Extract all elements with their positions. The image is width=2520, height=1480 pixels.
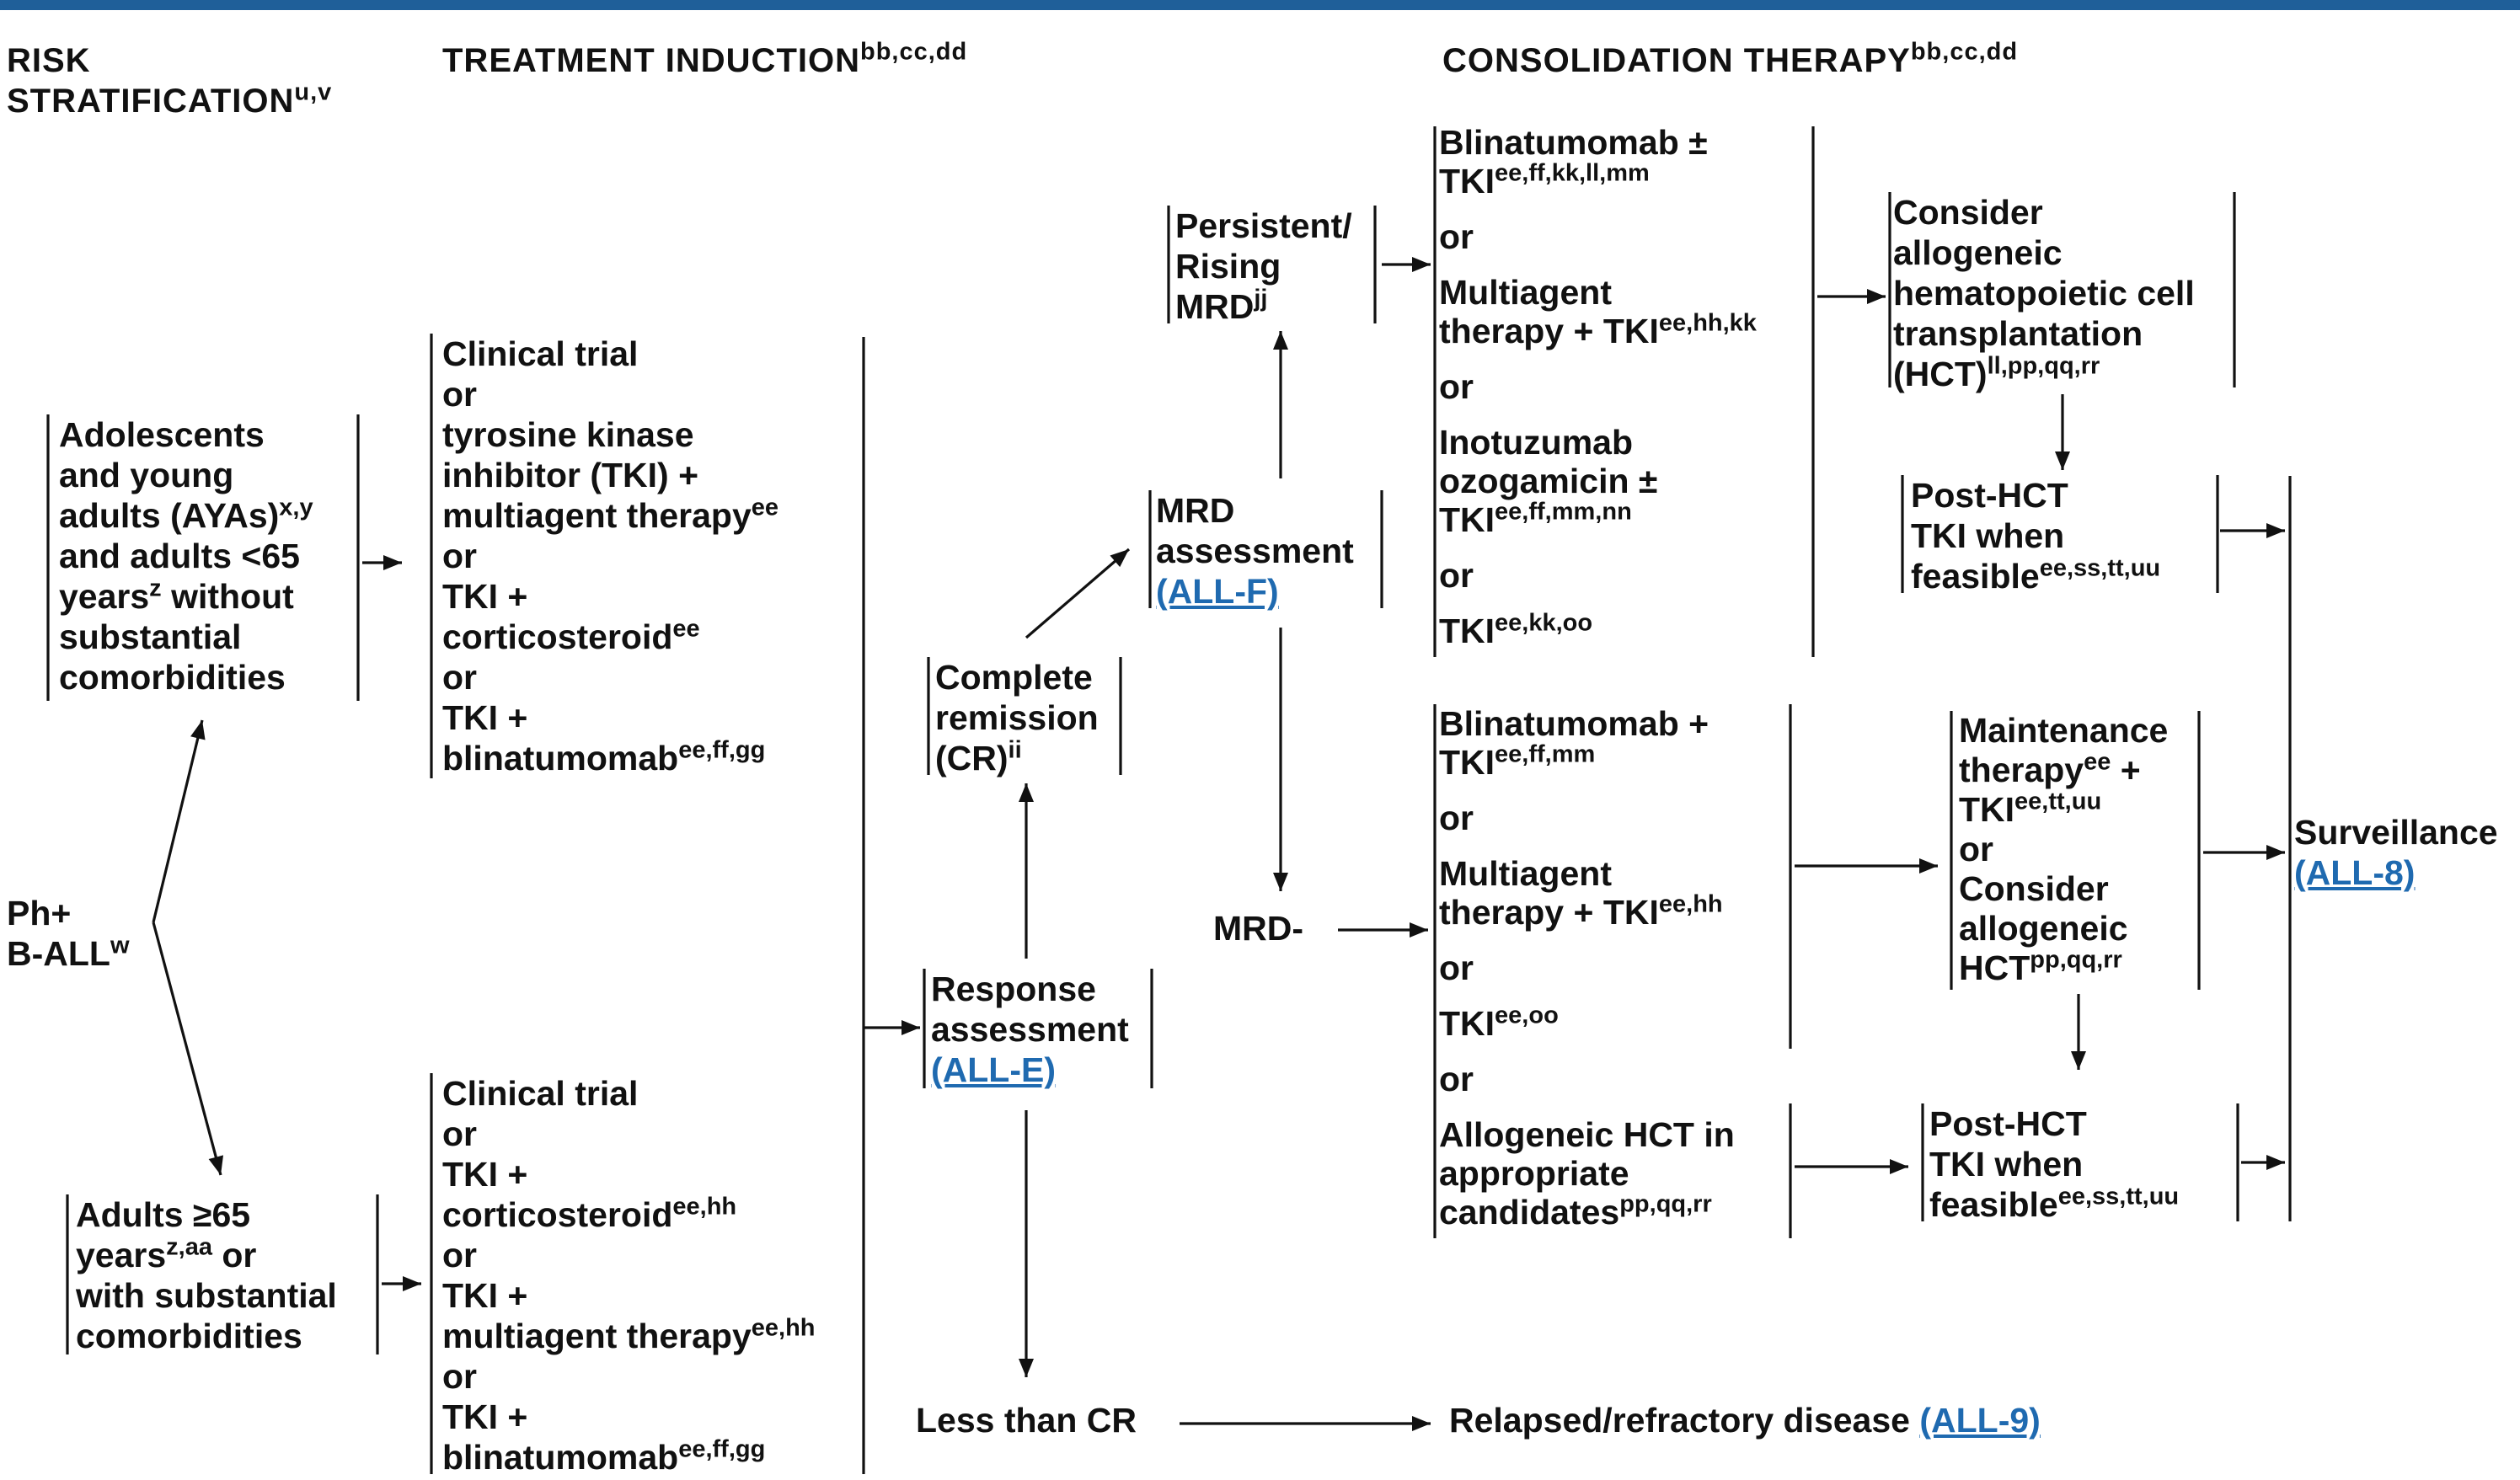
risk-group-older-adults: Adults ≥65 yearsz,aa or with substantial…	[76, 1195, 337, 1355]
persistent-rising-mrd: Persistent/ Rising MRDjj	[1175, 206, 1352, 326]
arrow-aya-induction-head-icon	[383, 555, 402, 570]
fork-lower-arrowhead-icon	[208, 1155, 224, 1175]
arrow-post-hct-2-to-surveillance-head-icon	[2266, 1155, 2285, 1170]
arrow-cr-to-mrd	[1025, 548, 1131, 639]
consider-allogeneic-hct: Consider allogeneic hematopoietic cell t…	[1893, 193, 2195, 393]
maintenance-therapy: Maintenance therapyee + TKIee,tt,uu or C…	[1959, 711, 2169, 987]
fork-line-lower	[152, 922, 222, 1176]
arrow-response-to-less-cr-head-icon	[1019, 1359, 1034, 1377]
arrow-maintenance-to-post-hct-head-icon	[2071, 1051, 2086, 1070]
mrd-assessment: MRD assessment (ALL-F)	[1156, 491, 1354, 611]
arrow-less-cr-to-relapsed-head-icon	[1412, 1416, 1431, 1431]
arrow-post-hct-to-surveillance-head-icon	[2266, 523, 2285, 538]
top-accent-bar	[0, 0, 2520, 10]
diagnosis-ph-ball: Ph+ B-ALLw	[7, 894, 130, 973]
fork-line-upper	[152, 719, 204, 923]
induction-options-older: Clinical trial or TKI + corticosteroidee…	[442, 1074, 816, 1477]
header-risk-stratification: RISK STRATIFICATIONu,v	[7, 42, 333, 120]
fork-upper-arrowhead-icon	[190, 720, 206, 740]
arrow-mrd-negative-to-consolidation-head-icon	[1410, 922, 1428, 938]
link-all-e[interactable]: (ALL-E)	[931, 1050, 1057, 1089]
arrow-allo-hct-to-post-hct-head-icon	[1890, 1159, 1908, 1174]
arrow-mrd-to-mrd-negative-head-icon	[1273, 873, 1288, 891]
arrow-mrd-to-persistent-head-icon	[1273, 331, 1288, 350]
consolidation-options-mrd-negative: Blinatumomab + TKIee,ff,mm or Multiagent…	[1439, 704, 1735, 1232]
post-hct-tki-lower: Post-HCT TKI when feasibleee,ss,tt,uu	[1929, 1104, 2180, 1224]
response-assessment: Response assessment (ALL-E)	[931, 970, 1129, 1089]
surveillance: Surveillance (ALL-8)	[2294, 813, 2498, 892]
link-all-8[interactable]: (ALL-8)	[2294, 853, 2416, 892]
arrow-cr-to-mrd-head-icon	[1110, 549, 1129, 568]
mrd-negative: MRD-	[1213, 909, 1304, 948]
header-consolidation-therapy: CONSOLIDATION THERAPYbb,cc,dd	[1442, 38, 2019, 79]
relapsed-refractory-disease: Relapsed/refractory disease (ALL-9)	[1449, 1401, 2041, 1440]
arrow-maintenance-to-surveillance-head-icon	[2266, 845, 2285, 860]
arrow-persistent-to-consolidation-head-icon	[1412, 257, 1431, 272]
header-treatment-induction: TREATMENT INDUCTIONbb,cc,dd	[442, 38, 968, 79]
induction-options-aya: Clinical trial or tyrosine kinase inhibi…	[442, 334, 779, 777]
arrow-older-induction-head-icon	[403, 1276, 421, 1291]
consolidation-options-mrd-positive: Blinatumomab ± TKIee,ff,kk,ll,mm or Mult…	[1439, 123, 1757, 650]
arrow-hct-to-post-hct-head-icon	[2055, 451, 2070, 470]
arrow-to-response-head-icon	[902, 1020, 920, 1035]
arrow-to-consider-hct-head-icon	[1867, 289, 1886, 304]
link-all-f[interactable]: (ALL-F)	[1156, 572, 1279, 611]
arrow-to-maintenance-head-icon	[1919, 858, 1938, 874]
less-than-cr: Less than CR	[916, 1401, 1137, 1440]
arrow-response-to-cr-head-icon	[1019, 783, 1034, 802]
complete-remission: Complete remission (CR)ii	[935, 658, 1099, 777]
risk-group-aya: Adolescents and young adults (AYAs)x,y a…	[59, 415, 313, 697]
post-hct-tki-upper: Post-HCT TKI when feasibleee,ss,tt,uu	[1911, 476, 2161, 596]
link-all-9[interactable]: (ALL-9)	[1919, 1401, 2041, 1440]
